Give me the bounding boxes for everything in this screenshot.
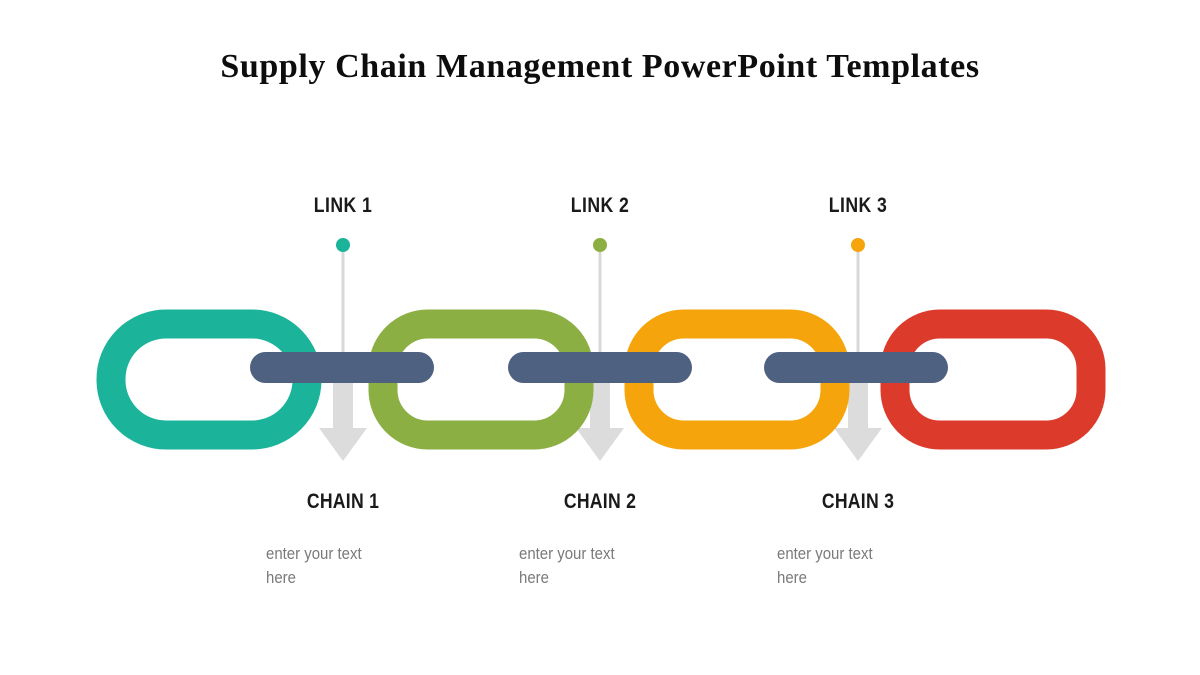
link-label-2: LINK 2 [570, 194, 630, 217]
connector-bar-3[interactable] [764, 352, 948, 383]
callout-dot-1 [336, 238, 350, 252]
callout-connector-1 [319, 238, 367, 461]
link-label-3: LINK 3 [828, 194, 888, 217]
connector-bar-1[interactable] [250, 352, 434, 383]
chain-label-2: CHAIN 2 [563, 490, 637, 513]
chain-label-1: CHAIN 1 [306, 490, 380, 513]
link-label-1: LINK 1 [313, 194, 373, 217]
connector-bar-2[interactable] [508, 352, 692, 383]
chain-body-text-2[interactable]: enter your text here [519, 544, 615, 587]
chain-body-text-1[interactable]: enter your text here [266, 544, 362, 587]
callout-dot-2 [593, 238, 607, 252]
chain-body-text-3[interactable]: enter your text here [777, 544, 873, 587]
callout-connector-2 [576, 238, 624, 461]
callout-arrow-2 [576, 362, 624, 461]
callout-arrow-3 [834, 362, 882, 461]
chain-label-3: CHAIN 3 [821, 490, 895, 513]
callout-dot-3 [851, 238, 865, 252]
page-title: Supply Chain Management PowerPoint Templ… [220, 48, 980, 85]
callout-connector-3 [834, 238, 882, 461]
callout-arrow-1 [319, 362, 367, 461]
